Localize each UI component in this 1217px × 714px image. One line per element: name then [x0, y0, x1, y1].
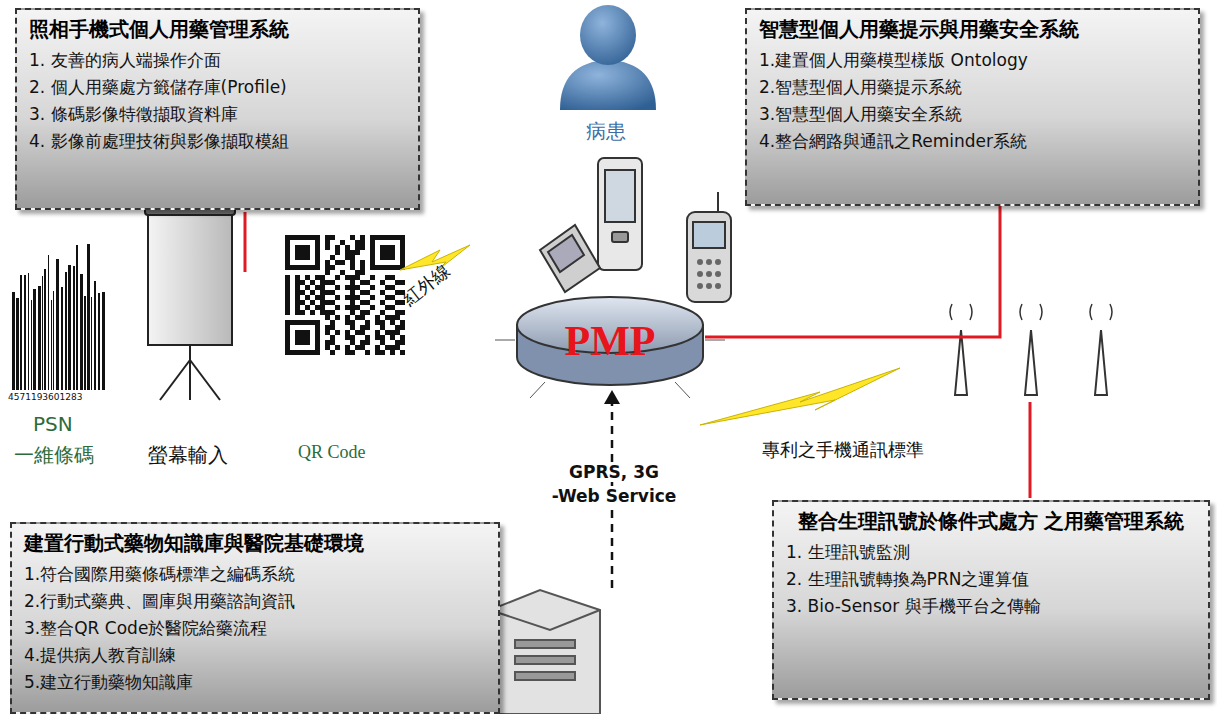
phones — [540, 158, 731, 302]
list-item: 2. 個人用藥處方籤儲存庫(Profile) — [29, 74, 406, 101]
text-label: 專利之手機通訊標準 — [762, 438, 924, 462]
list-item: 2.行動式藥典、圖庫與用藥諮詢資訊 — [24, 588, 486, 615]
screen-icon — [145, 205, 235, 400]
connector — [705, 206, 1000, 337]
text-label: PSN — [33, 412, 73, 436]
list-item: 3.整合QR Code於醫院給藥流程 — [24, 615, 486, 642]
patient-icon — [560, 5, 656, 110]
list-item: 3. Bio-Sensor 與手機平台之傳輸 — [786, 593, 1196, 620]
text-label: 螢幕輸入 — [148, 442, 228, 469]
server-icon — [490, 590, 600, 714]
node-title: 整合生理訊號於條件式處方 之用藥管理系統 — [786, 508, 1196, 535]
qr-code — [285, 235, 405, 355]
node-title: PMP — [515, 317, 705, 365]
module-box: 照相手機式個人用藥管理系統 1. 友善的病人端操作介面2. 個人用藥處方籤儲存庫(… — [15, 8, 420, 210]
list-item: 2.智慧型個人用藥提示系統 — [759, 74, 1186, 101]
barcode — [12, 244, 105, 390]
antenna-towers — [950, 304, 1112, 395]
node-title: 照相手機式個人用藥管理系統 — [29, 16, 406, 43]
list-item: 2. 生理訊號轉換為PRN之運算值 — [786, 566, 1196, 593]
node-title: 建置行動式藥物知識庫與醫院基礎環境 — [24, 530, 486, 557]
text-label: 4571193601283 — [8, 392, 82, 402]
node-title: 智慧型個人用藥提示與用藥安全系統 — [759, 16, 1186, 43]
list-item: 5.建立行動藥物知識庫 — [24, 669, 486, 696]
list-item: 1.建置個人用藥模型樣版 Ontology — [759, 47, 1186, 74]
list-item: 1. 友善的病人端操作介面 — [29, 47, 406, 74]
list-item: 4.提供病人教育訓練 — [24, 642, 486, 669]
module-box: 建置行動式藥物知識庫與醫院基礎環境 1.符合國際用藥條碼標準之編碼系統2.行動式藥… — [10, 522, 500, 714]
list-item: 4. 影像前處理技術與影像擷取模組 — [29, 128, 406, 155]
list-item: 3. 條碼影像特徵擷取資料庫 — [29, 101, 406, 128]
text-label: 一維條碼 — [14, 442, 94, 469]
list-item: 4.整合網路與通訊之Reminder系統 — [759, 128, 1186, 155]
list-item: 1.符合國際用藥條碼標準之編碼系統 — [24, 561, 486, 588]
module-box: 智慧型個人用藥提示與用藥安全系統 1.建置個人用藥模型樣版 Ontology2.智… — [745, 8, 1200, 206]
platform-disc: PMP — [515, 295, 705, 387]
text-label: GPRS, 3G — [567, 462, 661, 482]
text-label: -Web Service — [550, 486, 679, 506]
text-label: 病患 — [586, 118, 626, 145]
list-item: 1. 生理訊號監測 — [786, 539, 1196, 566]
list-item: 3.智慧型個人用藥安全系統 — [759, 101, 1186, 128]
module-box: 整合生理訊號於條件式處方 之用藥管理系統 1. 生理訊號監測2. 生理訊號轉換為P… — [772, 500, 1210, 700]
text-label: QR Code — [298, 442, 366, 463]
